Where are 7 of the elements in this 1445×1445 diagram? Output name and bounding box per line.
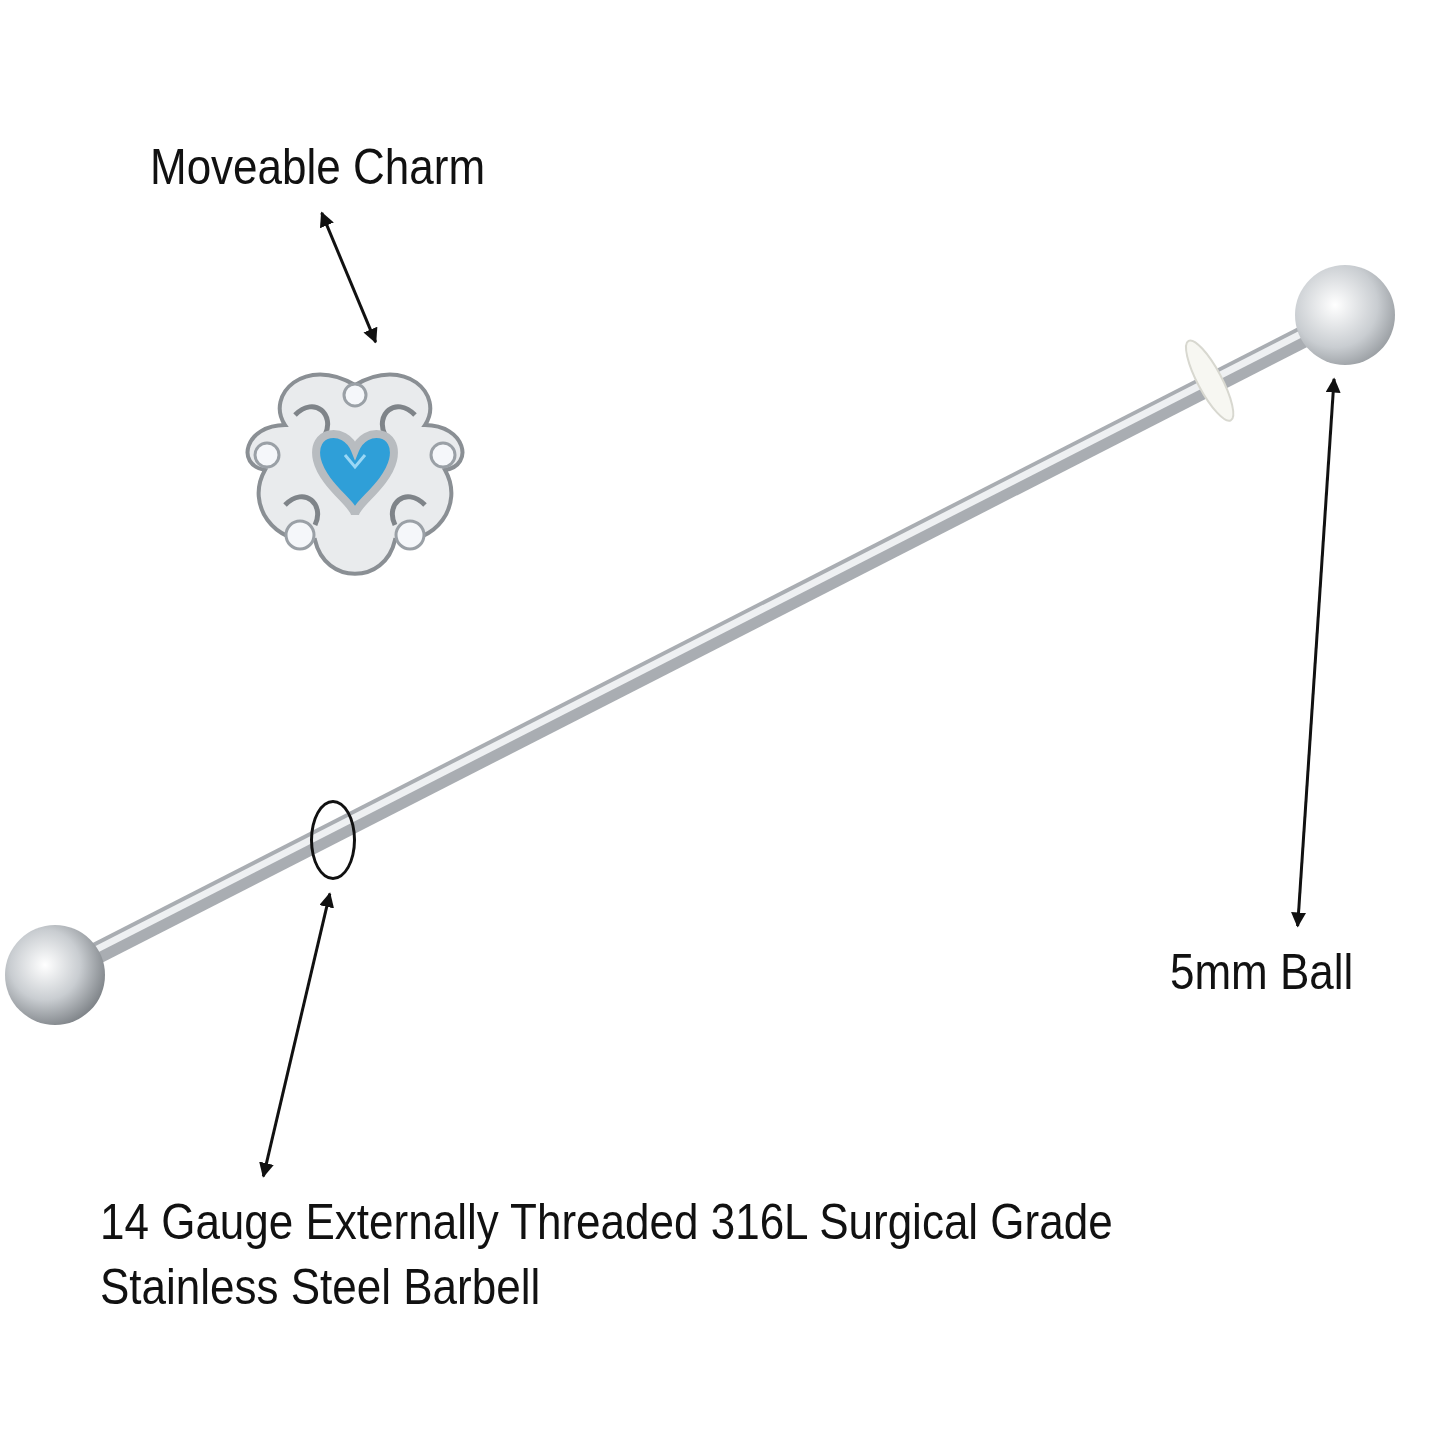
- double-arrow: [259, 892, 334, 1178]
- highlight-circle: [310, 800, 356, 880]
- callout-label: Moveable Charm: [150, 135, 520, 200]
- double-arrow: [1291, 377, 1341, 928]
- double-arrow: [320, 211, 378, 344]
- callout-label: 14 Gauge Externally Threaded 316L Surgical Grade Stainless Steel Barbell: [100, 1190, 1244, 1320]
- callout-label: 5mm Ball: [1170, 940, 1382, 1005]
